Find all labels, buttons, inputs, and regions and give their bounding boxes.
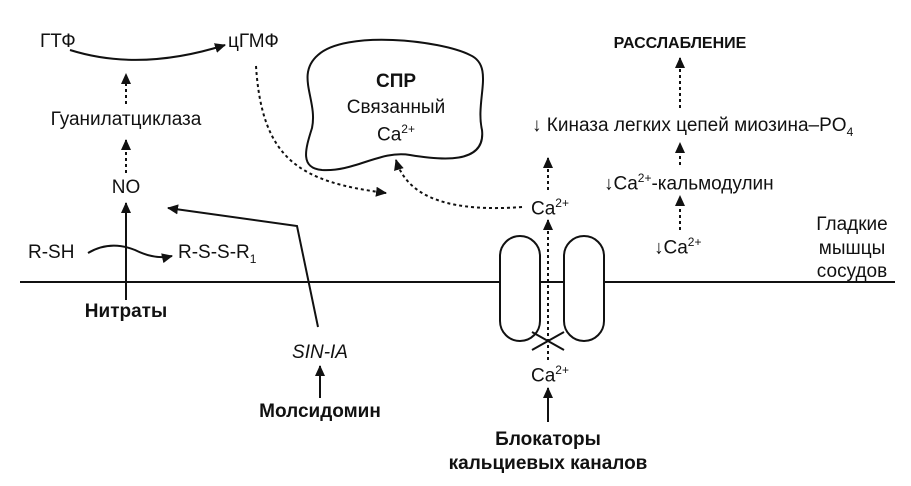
spr-shape [305, 38, 485, 172]
sinia-label: SIN-IA [292, 342, 348, 363]
sinia-to-no-arrow [167, 204, 319, 328]
nitrates-label: Нитраты [84, 301, 168, 322]
ca-cytosol-base: Ca [531, 198, 556, 220]
smooth-muscle-line1: Гладкие [816, 214, 888, 235]
ca-decrease-base: Ca [663, 237, 688, 259]
ca-to-spr-arrow [394, 159, 523, 210]
smooth-muscle-line3: сосудов [816, 261, 888, 282]
spr-bound-label: Связанный [346, 97, 446, 118]
cgmp-to-spr-arrow [255, 65, 387, 197]
spr-title: СПР [375, 71, 417, 92]
calmodulin-ca-base: Ca [613, 173, 638, 195]
calmodulin-suffix: -кальмодулин [651, 173, 774, 195]
rssr-label: R-S-S-R1 [178, 243, 256, 265]
gtp-to-cgmp-arrow [69, 43, 226, 61]
calmodulin-ca-superscript: 2+ [637, 171, 652, 185]
guanylate-cyclase-label: Гуанилатциклаза [50, 109, 202, 130]
ca-cytosol-label: Ca2+ [531, 197, 569, 218]
rsh-label: R-SH [28, 242, 75, 263]
ca-decrease-label: ↓Ca2+ [654, 236, 701, 257]
kinase-label: ↓ Киназа легких цепей миозина–PO4 [532, 116, 853, 138]
no-label: NO [111, 177, 141, 198]
calmodulin-arrow: ↓ [604, 173, 614, 195]
kinase-main: ↓ Киназа легких цепей миозина–PO [532, 115, 847, 136]
smooth-muscle-line2: мышцы [818, 238, 886, 259]
ca-extracellular-superscript: 2+ [555, 363, 569, 377]
blockers-line1: Блокаторы [495, 429, 601, 450]
ca-extracellular-label: Ca2+ [531, 364, 569, 385]
spr-ca-label: Ca2+ [377, 123, 415, 144]
relaxation-label: РАССЛАБЛЕНИЕ [613, 35, 747, 52]
gtp-label: ГТФ [40, 31, 76, 52]
blockers-line2: кальциевых каналов [448, 453, 648, 474]
rssr-subscript: 1 [249, 251, 257, 266]
molsidomine-label: Молсидомин [259, 401, 381, 422]
channel-left-subunit [499, 235, 541, 342]
ca-decrease-arrow: ↓ [654, 237, 664, 259]
calmodulin-label: ↓Ca2+-кальмодулин [604, 172, 774, 193]
spr-ca-superscript: 2+ [401, 122, 415, 136]
ca-cytosol-superscript: 2+ [555, 196, 569, 210]
cgmp-label: цГМФ [228, 31, 279, 52]
rsh-to-rssr-arrow [87, 244, 173, 264]
rssr-base: R-S-S-R [178, 242, 250, 263]
channel-right-subunit [563, 235, 605, 342]
ca-extracellular-base: Ca [531, 365, 556, 387]
ca-decrease-superscript: 2+ [687, 235, 702, 249]
kinase-subscript: 4 [846, 124, 854, 139]
spr-ca-base: Ca [377, 124, 402, 146]
